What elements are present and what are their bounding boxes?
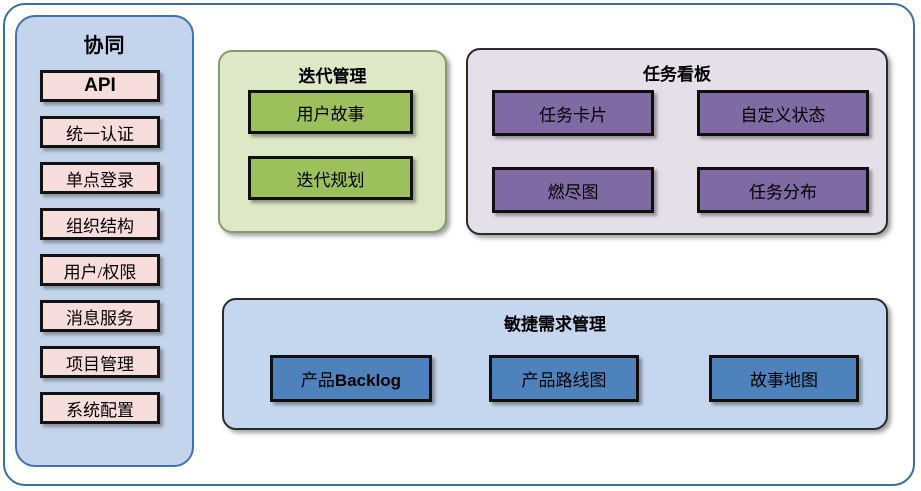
node-custom-status[interactable]: 自定义状态 bbox=[697, 90, 869, 136]
sidebar-item-single-sign-on[interactable]: 单点登录 bbox=[40, 162, 160, 194]
task-board-panel: 任务看板 任务卡片 自定义状态 燃尽图 任务分布 bbox=[466, 48, 888, 235]
node-user-story[interactable]: 用户故事 bbox=[248, 90, 413, 134]
node-iteration-planning[interactable]: 迭代规划 bbox=[248, 156, 413, 200]
node-product-backlog-label: 产品Backlog bbox=[300, 371, 402, 390]
node-burndown-chart[interactable]: 燃尽图 bbox=[492, 167, 654, 213]
sidebar-item-project-management[interactable]: 项目管理 bbox=[40, 346, 160, 378]
iteration-management-title: 迭代管理 bbox=[298, 67, 367, 86]
node-story-map[interactable]: 故事地图 bbox=[709, 355, 859, 402]
node-task-distribution[interactable]: 任务分布 bbox=[697, 167, 869, 213]
agile-requirement-title: 敏捷需求管理 bbox=[504, 315, 606, 334]
iteration-management-panel: 迭代管理 用户故事 迭代规划 bbox=[218, 50, 447, 233]
node-task-card[interactable]: 任务卡片 bbox=[492, 90, 654, 136]
sidebar-title: 协同 bbox=[83, 35, 126, 57]
sidebar-item-system-config[interactable]: 系统配置 bbox=[40, 392, 160, 424]
sidebar-item-message-service[interactable]: 消息服务 bbox=[40, 300, 160, 332]
agile-requirement-panel: 敏捷需求管理 产品Backlog 产品路线图 故事地图 bbox=[222, 298, 888, 430]
sidebar-item-user-permission[interactable]: 用户/权限 bbox=[40, 254, 160, 286]
node-product-roadmap[interactable]: 产品路线图 bbox=[489, 355, 639, 402]
task-board-title: 任务看板 bbox=[643, 65, 711, 84]
sidebar-item-unified-auth[interactable]: 统一认证 bbox=[40, 116, 160, 148]
sidebar-item-list: API 统一认证 单点登录 组织结构 用户/权限 消息服务 项目管理 系统配置 bbox=[40, 70, 160, 438]
node-product-backlog[interactable]: 产品Backlog bbox=[270, 355, 432, 402]
sidebar-item-api[interactable]: API bbox=[40, 70, 160, 102]
sidebar-item-org-structure[interactable]: 组织结构 bbox=[40, 208, 160, 240]
collaboration-sidebar-panel: 协同 API 统一认证 单点登录 组织结构 用户/权限 消息服务 项目管理 系统… bbox=[15, 15, 194, 467]
